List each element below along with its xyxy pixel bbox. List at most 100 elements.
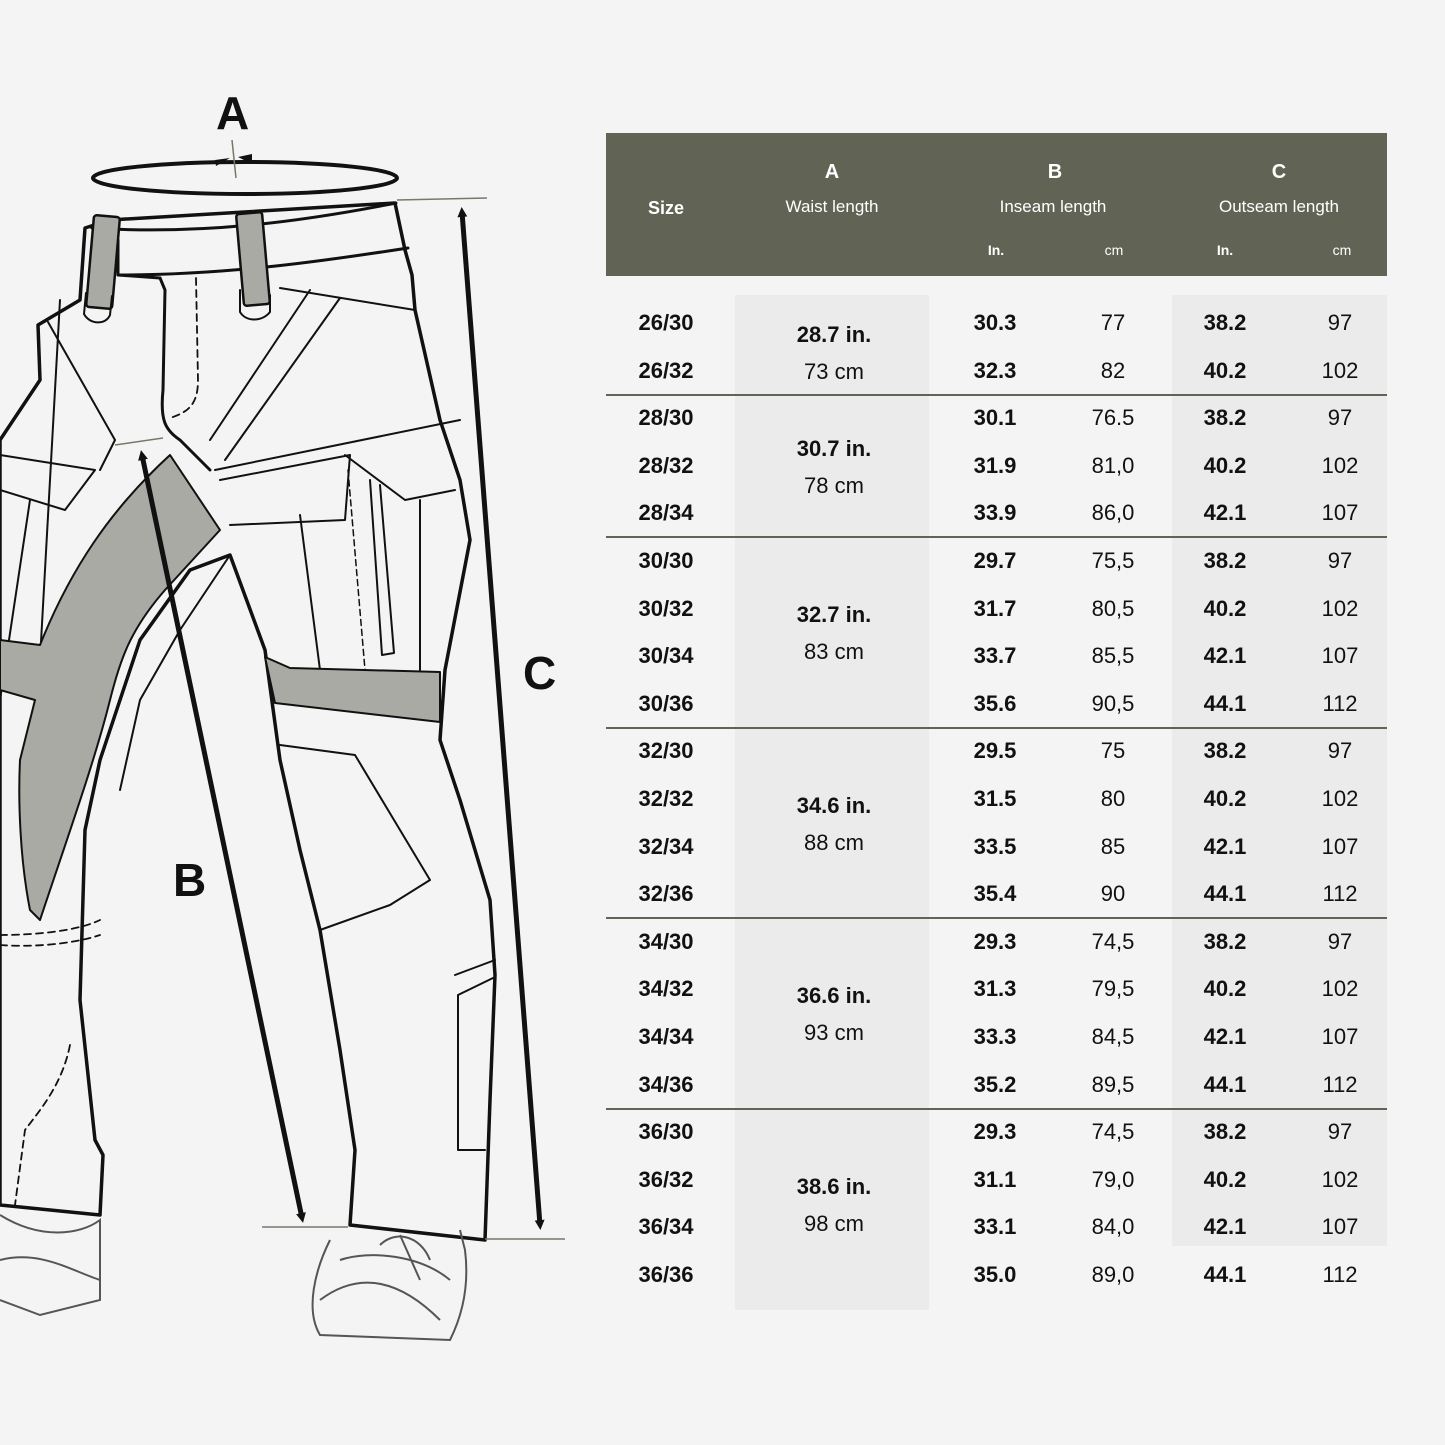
size-cell: 32/36 — [638, 881, 694, 907]
inseam-cm-cell: 74,5 — [1091, 1119, 1135, 1145]
outseam-cm-cell: 102 — [1321, 357, 1359, 383]
size-chart-table: Size A Waist length B Inseam length In. … — [606, 133, 1387, 1316]
inseam-arrow — [138, 450, 306, 1223]
outseam-arrow — [457, 207, 545, 1230]
outseam-in-cell: 38.2 — [1203, 928, 1247, 954]
size-cell: 26/30 — [638, 310, 694, 335]
outseam-cm-cell: 102 — [1321, 786, 1359, 811]
outseam-in-cell: 42.1 — [1203, 500, 1247, 526]
outseam-cm-cell: 107 — [1321, 643, 1359, 669]
inseam-in-cell: 35.4 — [973, 881, 1017, 907]
outseam-in-cell: 42.1 — [1203, 643, 1247, 669]
waist-value: 30.7 in.78 cm — [797, 436, 872, 499]
outseam-cm-cell: 97 — [1327, 1119, 1353, 1145]
outseam-in-cell: 40.2 — [1203, 595, 1247, 621]
header-size: Size — [647, 198, 685, 218]
size-cell: 36/32 — [638, 1166, 694, 1192]
inseam-in-cell: 32.3 — [973, 357, 1017, 383]
inseam-cm-cell: 82 — [1100, 357, 1126, 383]
inseam-cm-cell: 90,5 — [1091, 690, 1135, 716]
size-cell: 34/36 — [638, 1071, 694, 1097]
inseam-cm-cell: 79,5 — [1091, 976, 1135, 1002]
inseam-in-cell: 33.7 — [973, 643, 1017, 669]
size-cell: 36/34 — [638, 1214, 694, 1240]
outseam-cm-cell: 107 — [1321, 833, 1359, 859]
size-cell: 34/30 — [638, 928, 694, 954]
inseam-cm-cell: 81,0 — [1091, 452, 1135, 478]
inseam-in-cell: 29.3 — [973, 1119, 1017, 1145]
inseam-in-cell: 31.7 — [973, 595, 1017, 621]
waist-value: 28.7 in. 73 cm — [797, 322, 872, 385]
inseam-in-cell: 33.9 — [973, 500, 1017, 526]
outseam-in-cell: 44.1 — [1203, 1071, 1247, 1097]
group-separator — [606, 917, 1387, 920]
outseam-in-cell: 44.1 — [1203, 881, 1247, 907]
inseam-in-cell: 29.5 — [973, 738, 1017, 764]
waist-inches: 32.7 in. — [796, 602, 872, 628]
inseam-cm-cell: 77 — [1100, 310, 1126, 335]
waist-centimeters: 88 cm — [804, 829, 864, 855]
inseam-cm-cell: 80,5 — [1091, 595, 1135, 621]
header-waist-label: Waist length — [785, 197, 879, 216]
group-separator — [606, 536, 1387, 539]
outseam-cm-cell: 102 — [1321, 1166, 1359, 1192]
size-cell: 28/34 — [638, 500, 694, 526]
outseam-in-cell: 42.1 — [1203, 1024, 1247, 1049]
waist-column-shade — [735, 295, 929, 1310]
waist-centimeters: 73 cm — [804, 358, 864, 384]
outseam-in-cell: 38.2 — [1203, 405, 1247, 431]
outseam-in-cell: 42.1 — [1203, 833, 1247, 859]
outseam-cm-cell: 102 — [1321, 452, 1359, 478]
outseam-cm-cell: 107 — [1321, 1024, 1359, 1049]
inseam-cm-cell: 89,5 — [1091, 1071, 1135, 1097]
dimension-label-a: A — [216, 87, 250, 139]
outseam-in-cell: 38.2 — [1203, 310, 1247, 335]
size-cell: 36/36 — [638, 1262, 694, 1287]
header-outseam-unit-cm: cm — [1332, 242, 1352, 258]
inseam-cm-cell: 76.5 — [1091, 405, 1135, 431]
inseam-in-cell: 31.9 — [973, 452, 1017, 478]
inseam-cm-cell: 86,0 — [1091, 500, 1135, 526]
outseam-cm-cell: 112 — [1322, 1071, 1358, 1097]
inseam-in-cell: 35.0 — [973, 1262, 1017, 1287]
pants-measurement-diagram — [0, 139, 565, 1342]
belt-loop — [235, 211, 271, 307]
header-outseam-letter: C — [1271, 161, 1287, 183]
outseam-cm-cell: 112 — [1322, 690, 1358, 716]
size-cell: 26/32 — [638, 357, 694, 383]
outseam-column-shade — [1172, 295, 1387, 1246]
waist-centimeters: 83 cm — [804, 639, 864, 665]
outseam-in-cell: 40.2 — [1203, 452, 1247, 478]
inseam-in-cell: 31.3 — [973, 976, 1017, 1002]
waist-value: 34.6 in.88 cm — [797, 793, 872, 856]
header-outseam-unit-in: In. — [1216, 242, 1234, 258]
size-cell: 32/30 — [638, 738, 694, 764]
size-cell: 28/30 — [638, 405, 694, 431]
inseam-cm-cell: 80 — [1100, 786, 1126, 811]
size-cell: 30/30 — [638, 548, 694, 573]
inseam-in-cell: 31.5 — [973, 786, 1017, 811]
waist-centimeters: 98 cm — [804, 1210, 864, 1236]
inseam-cm-cell: 84,5 — [1091, 1024, 1135, 1049]
outseam-in-cell: 42.1 — [1203, 1214, 1247, 1240]
outseam-in-cell: 38.2 — [1203, 738, 1247, 764]
waist-value: 38.6 in.98 cm — [797, 1174, 872, 1237]
waist-value: 36.6 in.93 cm — [797, 983, 872, 1046]
waist-inches: 28.7 in. — [796, 321, 872, 347]
size-cell: 28/32 — [638, 452, 694, 478]
outseam-in-cell: 38.2 — [1203, 548, 1247, 573]
fly-line — [158, 276, 212, 472]
inseam-in-cell: 33.1 — [973, 1214, 1017, 1240]
waist-inches: 36.6 in. — [796, 983, 872, 1009]
inseam-cm-cell: 84,0 — [1091, 1214, 1135, 1240]
outseam-in-cell: 44.1 — [1203, 690, 1247, 716]
outseam-cm-cell: 97 — [1327, 548, 1353, 573]
header-inseam-label: Inseam length — [999, 197, 1107, 216]
outseam-cm-cell: 97 — [1327, 405, 1353, 431]
inseam-cm-cell: 74,5 — [1091, 928, 1135, 954]
outseam-in-cell: 44.1 — [1203, 1262, 1247, 1287]
outseam-cm-cell: 107 — [1321, 500, 1359, 526]
inseam-cm-cell: 90 — [1100, 881, 1126, 907]
belt-loop — [85, 214, 121, 310]
group-separator — [606, 1107, 1387, 1110]
